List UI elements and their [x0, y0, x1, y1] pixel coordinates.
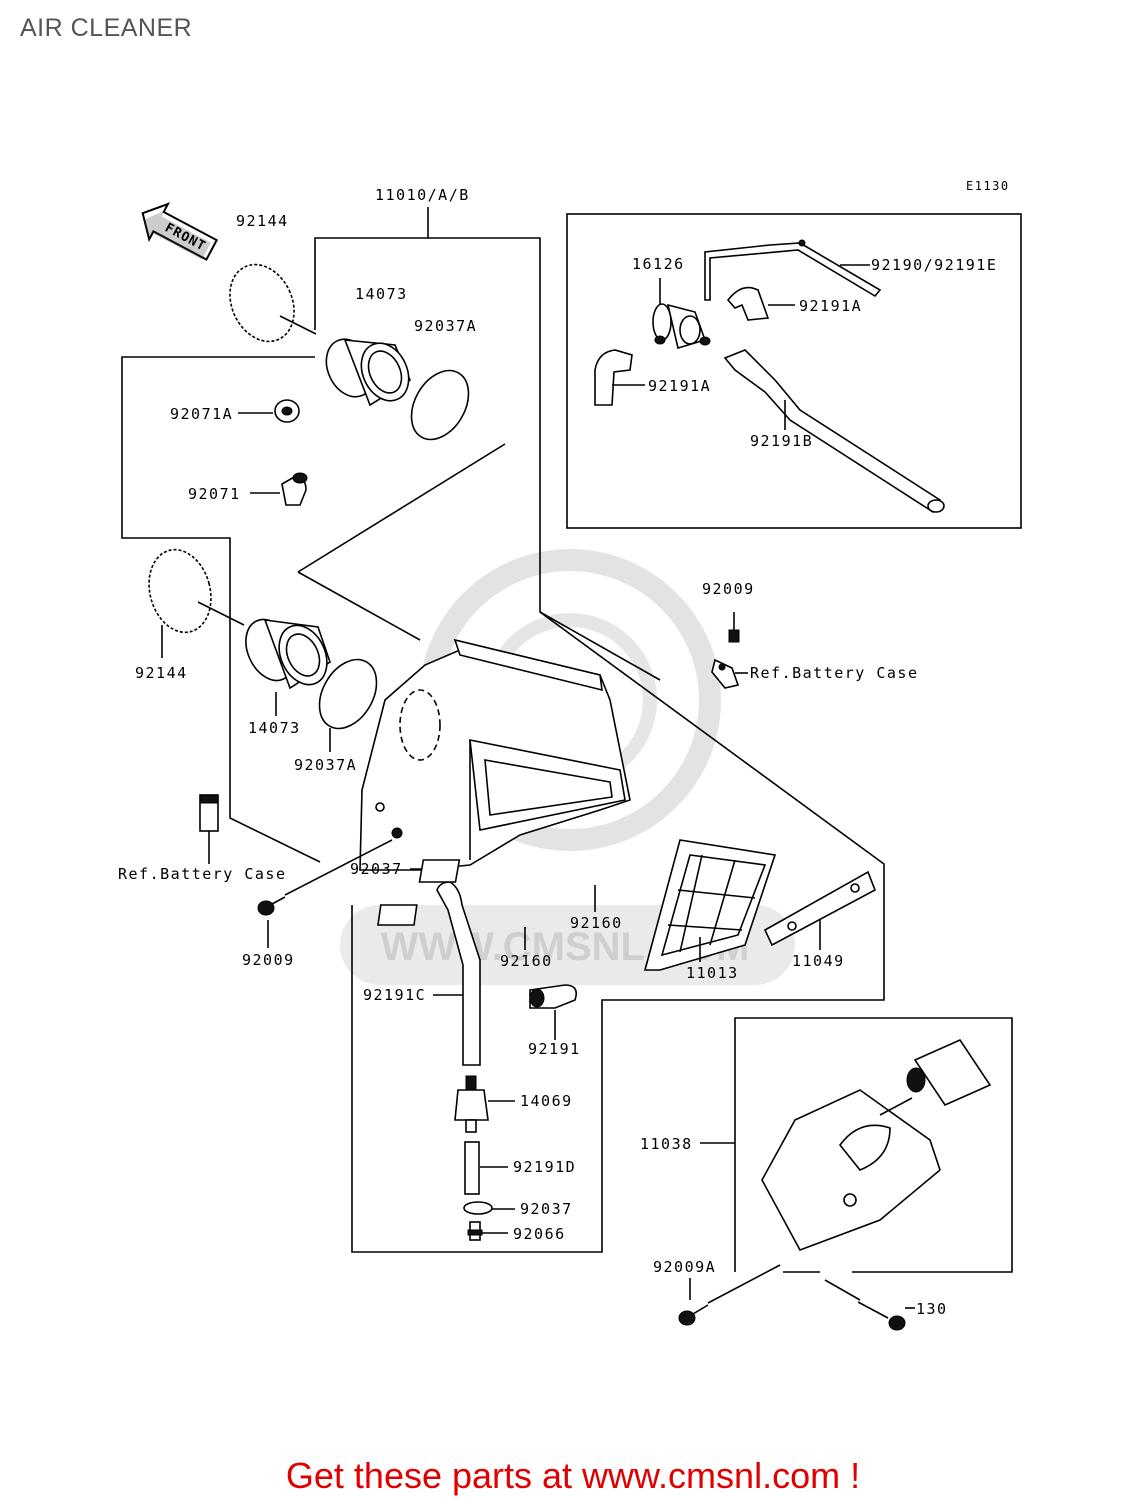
breather-pipe-92190: [704, 239, 882, 301]
page-title: AIR CLEANER: [20, 14, 193, 42]
plug-92066: [467, 1221, 483, 1241]
pad-92160-right: [418, 859, 461, 883]
footer-cta[interactable]: Get these parts at www.cmsnl.com !: [0, 1455, 1146, 1497]
clamp-ring-92037A-top: [410, 369, 470, 441]
elbow-hose-92191A-top: [726, 286, 770, 321]
elbow-hose-92191A-left: [594, 349, 633, 406]
bolt-130: [857, 1301, 906, 1331]
callout-11013[interactable]: 11013: [686, 964, 739, 982]
callout-92071[interactable]: 92071: [188, 485, 241, 503]
hose-92191B: [723, 349, 945, 514]
clamp-band-92144-top: [229, 263, 295, 343]
callout-11010[interactable]: 11010/A/B: [375, 186, 470, 204]
callout-92037-bottom[interactable]: 92037: [520, 1200, 573, 1218]
callout-92160-right[interactable]: 92160: [570, 914, 623, 932]
callout-92009-top[interactable]: 92009: [702, 580, 755, 598]
callout-92190-92191E[interactable]: 92190/92191E: [871, 256, 997, 274]
callout-14069[interactable]: 14069: [520, 1092, 573, 1110]
filter-element-11013: [643, 839, 777, 971]
air-cleaner-housing-11010: [359, 638, 631, 871]
plate-11049: [763, 870, 877, 947]
diagram-code: E1130: [966, 179, 1010, 193]
battery-case-bracket-right: [711, 658, 740, 689]
ref-battery-case-right[interactable]: Ref.Battery Case: [750, 664, 919, 682]
callout-16126[interactable]: 16126: [632, 255, 685, 273]
callout-14073-bottom[interactable]: 14073: [248, 719, 301, 737]
bolt-92009A: [678, 1304, 709, 1326]
clamp-band-92144-bottom: [148, 548, 212, 634]
part-callouts: 11010/A/B 92144 14073 92037A 92071A 9207…: [118, 186, 997, 1318]
callout-92191A-left[interactable]: 92191A: [648, 377, 711, 395]
inline-filter-14069: [454, 1075, 489, 1133]
bolt-92009-top: [728, 612, 740, 643]
callout-11038[interactable]: 11038: [640, 1135, 693, 1153]
callout-92037A-bottom[interactable]: 92037A: [294, 756, 357, 774]
clip-92037-bottom: [463, 1201, 493, 1215]
callout-92191C[interactable]: 92191C: [363, 986, 426, 1004]
callout-92191A-top[interactable]: 92191A: [799, 297, 862, 315]
callout-92191[interactable]: 92191: [528, 1040, 581, 1058]
callout-92037[interactable]: 92037: [350, 860, 403, 878]
callout-92144-bottom[interactable]: 92144: [135, 664, 188, 682]
callout-11049[interactable]: 11049: [792, 952, 845, 970]
pad-92160-left: [377, 904, 418, 926]
air-cleaner-cover-11038: [761, 1038, 992, 1251]
air-cleaner-cover-inset-box: [734, 1017, 1013, 1273]
callout-92191B[interactable]: 92191B: [750, 432, 813, 450]
ref-battery-case-left[interactable]: Ref.Battery Case: [118, 865, 287, 883]
callout-92066[interactable]: 92066: [513, 1225, 566, 1243]
callout-92191D[interactable]: 92191D: [513, 1158, 576, 1176]
callout-92009A[interactable]: 92009A: [653, 1258, 716, 1276]
clamp-ring-92037A-bottom: [318, 658, 378, 730]
bolt-92009-left: [257, 896, 286, 916]
duct-14073-top: [325, 338, 412, 407]
hose-92191C: [436, 881, 481, 1066]
footer-link[interactable]: Get these parts at www.cmsnl.com !: [285, 1455, 861, 1496]
elbow-92071: [281, 472, 308, 506]
breather-hose-inset-box: [566, 213, 1022, 529]
callout-14073-top[interactable]: 14073: [355, 285, 408, 303]
valve-16126: [652, 303, 711, 350]
callout-130[interactable]: 130: [916, 1300, 948, 1318]
callout-92009-left[interactable]: 92009: [242, 951, 295, 969]
callout-92071A[interactable]: 92071A: [170, 405, 233, 423]
callout-92037A-top[interactable]: 92037A: [414, 317, 477, 335]
callout-92160-left[interactable]: 92160: [500, 952, 553, 970]
hose-92191: [529, 984, 578, 1009]
hose-92191D: [464, 1141, 480, 1195]
callout-92144-top[interactable]: 92144: [236, 212, 289, 230]
front-direction-arrow: FRONT: [141, 202, 219, 261]
battery-case-reference-block-left: [199, 794, 219, 832]
grommet-92071A: [274, 399, 300, 423]
duct-14073-bottom: [245, 618, 331, 690]
assembly-bracket-lines: [121, 207, 885, 1253]
